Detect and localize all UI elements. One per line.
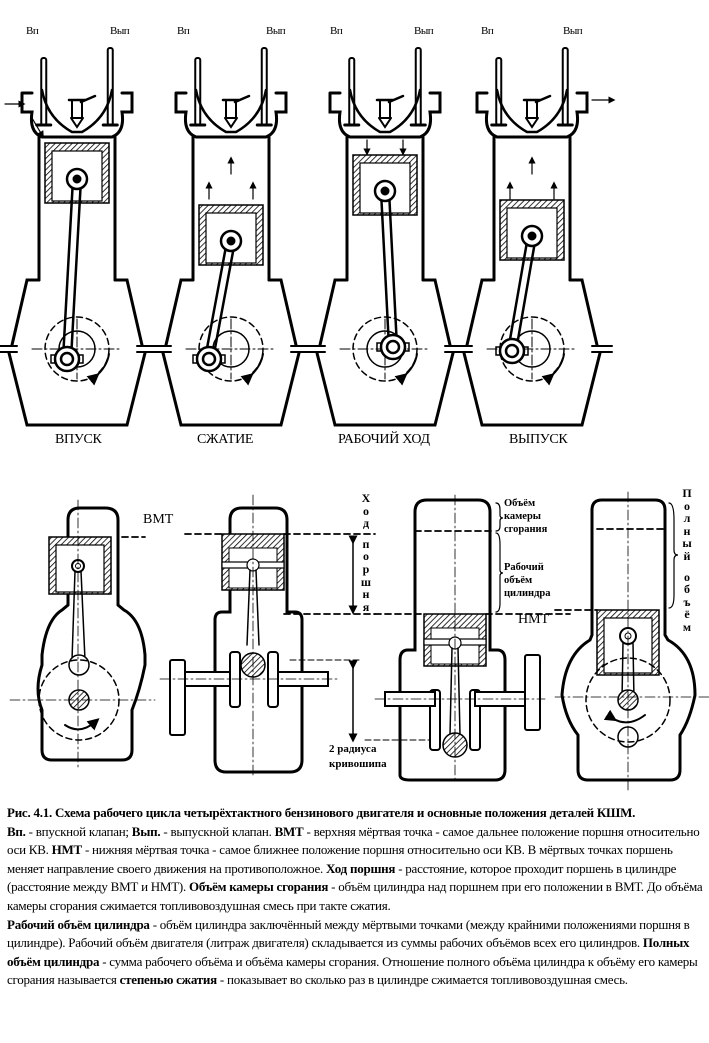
engine-compression: [150, 47, 312, 427]
caption-term: Ход поршня: [326, 860, 396, 876]
caption-term: НМТ: [51, 842, 83, 858]
caption-body: Вп. - впускной клапан; Вып. - выпускной …: [7, 823, 707, 990]
stroke-diagram-row: [0, 47, 616, 427]
vertical-letter: н: [683, 523, 691, 538]
engine-exhaust: [451, 47, 616, 427]
caption-term: степенью сжатия: [119, 972, 218, 988]
stroke-label-exhaust: ВЫПУСК: [509, 432, 568, 447]
caption-title: Рис. 4.1. Схема рабочего цикла четырёхта…: [7, 805, 636, 820]
combustion-chamber-label: Объём камеры сгорания: [504, 498, 548, 535]
caption-text: - выпускной клапан.: [160, 823, 275, 839]
caption-term: Рабочий объём цилиндра: [7, 916, 150, 932]
vertical-letter: н: [362, 587, 370, 602]
exhaust-valve-label-3: Вып: [414, 25, 434, 37]
exhaust-valve-label-4: Вып: [563, 25, 583, 37]
exhaust-valve-label-1: Вып: [110, 25, 130, 37]
vertical-letter: ё: [684, 607, 690, 622]
stroke-label-power: РАБОЧИЙ ХОД: [338, 432, 430, 447]
intake-valve-label-2: Вп: [177, 25, 190, 37]
exhaust-valve-label-2: Вып: [266, 25, 286, 37]
figure-caption: Рис. 4.1. Схема рабочего цикла четырёхта…: [7, 804, 707, 990]
intake-valve-label-1: Вп: [26, 25, 39, 37]
vertical-letter: о: [363, 549, 369, 564]
vertical-letter: я: [362, 599, 370, 614]
vertical-letter: л: [683, 511, 691, 526]
stroke-label-compression: СЖАТИЕ: [197, 432, 254, 447]
diagram-front-view-tdc: [159, 494, 376, 776]
caption-text: - сумма рабочего объёма и объёма камеры …: [7, 953, 698, 988]
bdc-label: НМТ: [518, 612, 550, 627]
caption-term: Объём камеры сгорания: [189, 879, 329, 895]
caption-text: - объём цилиндра над поршнем при его пол…: [7, 879, 703, 913]
crank-radius-label: 2 радиуса кривошипа: [329, 743, 387, 770]
caption-text: - показывает во сколько раз в цилиндре с…: [216, 972, 628, 988]
diagram-front-view-bdc: [364, 494, 571, 782]
caption-text: - объём цилиндра заключённый между мёртв…: [7, 916, 690, 951]
vertical-letter: п: [362, 536, 370, 551]
diagram-side-view-bdc: [554, 491, 709, 791]
diagram-side-view-tdc: [9, 499, 156, 771]
caption-term: ВМТ: [274, 823, 304, 839]
vertical-letter: П: [682, 486, 692, 500]
stroke-label-intake: ВПУСК: [55, 432, 102, 447]
vertical-letter: р: [362, 561, 370, 576]
engine-intake: [0, 47, 158, 427]
vertical-letter: ш: [360, 574, 372, 589]
engine-power: [304, 47, 466, 427]
vertical-letter: ъ: [683, 594, 691, 609]
caption-text: - расстояние, которое проходит поршень в…: [7, 860, 677, 895]
vertical-letter: д: [362, 516, 370, 531]
vertical-letter: м: [682, 619, 692, 634]
caption-term: Вып.: [131, 823, 161, 839]
vertical-letter: ы: [682, 536, 692, 551]
vertical-letter: о: [363, 503, 369, 518]
working-volume-label: Рабочий объём цилиндра: [504, 562, 551, 599]
caption-text: - верхняя мёртвая точка - самое дальнее …: [7, 823, 700, 858]
caption-term: Вп.: [7, 823, 26, 839]
intake-valve-label-3: Вп: [330, 25, 343, 37]
vertical-letter: б: [684, 582, 690, 597]
tdc-label: ВМТ: [143, 512, 174, 527]
intake-valve-label-4: Вп: [481, 25, 494, 37]
vertical-letter: о: [684, 498, 690, 513]
caption-term: Полных объём цилиндра: [7, 935, 690, 969]
vertical-letter: й: [683, 548, 691, 563]
vertical-letter: Х: [361, 491, 371, 505]
vertical-letter: о: [684, 569, 690, 584]
engine-diagrams: [0, 47, 709, 791]
caption-text: - нижняя мёртвая точка - самое ближнее п…: [7, 842, 673, 876]
caption-text: - впускной клапан;: [25, 823, 132, 839]
